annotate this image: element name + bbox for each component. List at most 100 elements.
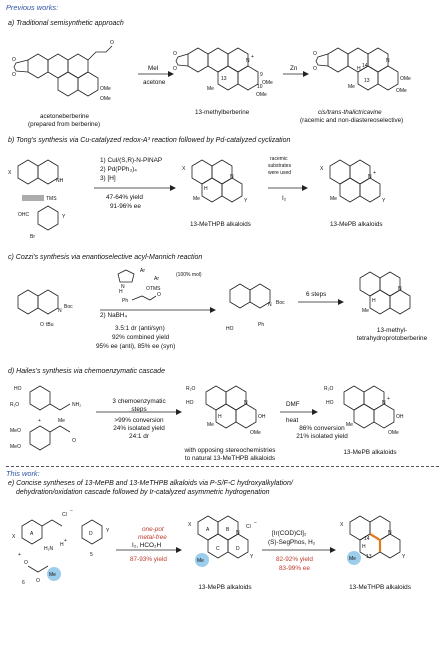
this-work-header: This work:: [6, 469, 40, 478]
svg-text:O: O: [173, 66, 177, 72]
svg-text:13: 13: [364, 78, 370, 84]
c-result-ee: 95% ee (anti), 85% ee (syn): [96, 343, 176, 350]
section-e-title-l2: dehydration/oxidation cascade followed b…: [16, 489, 270, 496]
svg-text:N: N: [268, 302, 272, 308]
section-e-structures: A X H₂N Cl − H+ D Y 5 + O O Me 6 A B C D…: [12, 508, 406, 586]
svg-text:O: O: [36, 578, 40, 584]
e-ee2: 83-99% ee: [279, 565, 310, 572]
svg-text:Me: Me: [330, 196, 337, 202]
svg-text:6: 6: [22, 580, 25, 586]
svg-text:OMe: OMe: [388, 430, 399, 436]
svg-text:13: 13: [366, 554, 372, 560]
svg-text:Me: Me: [348, 84, 355, 90]
methylberberine-structure: OO N+ Me 13 9 10 OMe OMe: [173, 47, 273, 98]
svg-text:+: +: [64, 538, 67, 544]
svg-text:OH: OH: [258, 414, 266, 420]
svg-text:+: +: [373, 170, 376, 176]
svg-text:O: O: [40, 322, 44, 328]
svg-text:X: X: [12, 534, 16, 540]
svg-text:A: A: [206, 527, 210, 533]
section-a-title: a) Traditional semisynthetic approach: [8, 20, 124, 27]
e-reagent2-l2: (S)-SegPhos, H₂: [268, 539, 316, 546]
c-product-l1: 13-methyl-: [376, 327, 408, 334]
svg-text:Me: Me: [346, 422, 353, 428]
svg-text:N: N: [382, 400, 386, 406]
svg-text:+: +: [18, 552, 21, 558]
e-reagent2-l1: [Ir(COD)Cl]₂: [272, 530, 307, 537]
svg-text:Cl: Cl: [62, 512, 67, 518]
svg-text:Ph: Ph: [258, 322, 264, 328]
e-onepot: one-pot: [142, 526, 164, 533]
svg-text:N: N: [244, 400, 248, 406]
svg-text:Me: Me: [362, 308, 369, 314]
svg-text:Boc: Boc: [276, 300, 285, 306]
b-condition-1: 1) CuI/(S,R)-N-PINAP: [100, 157, 163, 164]
svg-text:H: H: [218, 414, 222, 420]
svg-text:X: X: [340, 522, 344, 528]
svg-text:X: X: [188, 522, 192, 528]
divider: [6, 466, 439, 467]
svg-text:MeO: MeO: [10, 444, 21, 450]
svg-text:N: N: [368, 174, 372, 180]
b-yield: 47-64% yield: [106, 194, 143, 201]
svg-text:N: N: [121, 284, 125, 290]
svg-text:O: O: [24, 560, 28, 566]
svg-text:+: +: [38, 418, 41, 424]
c-step2: 2) NaBH₄: [100, 312, 128, 319]
svg-text:N: N: [236, 530, 240, 536]
section-e-title-l1: e) Concise syntheses of 13-MePB and 13-M…: [8, 480, 293, 487]
svg-text:OMe: OMe: [100, 86, 111, 92]
tms-label: TMS: [46, 196, 57, 202]
d-res1-dr: 24:1 dr: [129, 433, 149, 440]
svg-text:R₂O: R₂O: [186, 386, 196, 392]
reagent-acetone: acetone: [143, 79, 166, 86]
svg-text:HO: HO: [326, 400, 334, 406]
svg-text:14: 14: [362, 63, 368, 69]
svg-text:Y: Y: [250, 554, 254, 560]
svg-text:Y: Y: [106, 528, 110, 534]
svg-text:N: N: [388, 530, 392, 536]
svg-text:−: −: [254, 520, 257, 526]
svg-text:H₂N: H₂N: [44, 546, 54, 552]
svg-text:MeO: MeO: [10, 428, 21, 434]
d-note-l2: to natural 13-MeTHPB alkaloids: [184, 455, 276, 462]
svg-text:Me: Me: [193, 196, 200, 202]
cpd1-note: (prepared from berberine): [28, 121, 100, 128]
e-product1: 13-MePB alkaloids: [198, 584, 252, 591]
d-product: 13-MePB alkaloids: [343, 449, 397, 456]
svg-text:HO: HO: [14, 386, 22, 392]
svg-text:Y: Y: [62, 214, 66, 220]
svg-text:H: H: [204, 186, 208, 192]
section-d-title: d) Hailes's synthesis via chemoenzymatic…: [8, 368, 165, 375]
svg-text:O: O: [12, 72, 16, 78]
reagent-mei: MeI: [148, 65, 159, 72]
svg-text:O: O: [157, 292, 161, 298]
svg-text:OMe: OMe: [256, 92, 267, 98]
section-a-structures: OO O OMe OMe acetoneberberine (prepared …: [12, 40, 411, 128]
svg-text:Me: Me: [197, 558, 204, 564]
e-reagent1: I₂, HCO₂H: [132, 542, 162, 549]
e-product2: 13-MeTHPB alkaloids: [349, 584, 411, 591]
svg-text:N: N: [58, 308, 62, 314]
svg-text:O: O: [12, 57, 16, 63]
cpd2-name: 13-methylberberine: [195, 109, 250, 116]
svg-text:H: H: [357, 66, 361, 72]
section-b-structures: X NH TMS OHC Br Y X N Me H Y racemic sub…: [8, 156, 386, 240]
svg-text:X: X: [320, 166, 324, 172]
br-label: Br: [30, 234, 35, 240]
svg-text:D: D: [89, 531, 93, 537]
svg-text:Y: Y: [382, 198, 386, 204]
svg-text:OMe: OMe: [100, 96, 111, 102]
e-metalfree: metal-free: [138, 534, 167, 541]
svg-text:N: N: [230, 174, 234, 180]
svg-text:Me: Me: [207, 86, 214, 92]
svg-text:racemic: racemic: [270, 156, 288, 162]
c-cat-note: (100% mol): [176, 272, 202, 278]
svg-text:Y: Y: [402, 554, 406, 560]
svg-text:OH: OH: [396, 414, 404, 420]
svg-text:Ar: Ar: [140, 268, 145, 274]
svg-text:OMe: OMe: [262, 80, 273, 86]
d-heat: heat: [286, 417, 299, 424]
svg-text:H: H: [60, 542, 64, 548]
